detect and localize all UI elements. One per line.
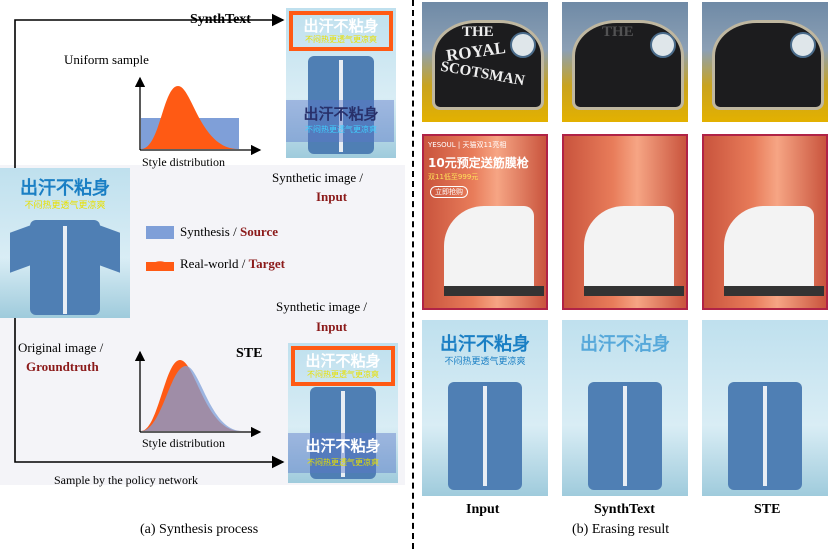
ad-synthtext [562, 134, 688, 310]
text-box-blue [286, 100, 394, 142]
shirt-synthtext: 出汗不沾身 [562, 320, 688, 496]
poster-title-2: 出汗不粘身 [303, 105, 379, 123]
treadmill-base [724, 286, 824, 296]
synthetic-input-bottom-label: Synthetic image / [276, 299, 367, 314]
original-image-label: Original image / [18, 340, 104, 355]
legend-synthesis: Synthesis / Source [180, 224, 278, 240]
sign-input: THE ROYAL SCOTSMAN [422, 2, 548, 122]
erasing-result-panel: THE ROYAL SCOTSMAN THE YESOUL | 天猫双11亮相 … [420, 0, 830, 549]
style-distribution-top-label: Style distribution [142, 155, 226, 169]
sign-synthtext: THE [562, 2, 688, 122]
legend-realworld: Real-world / Target [180, 256, 285, 272]
ad-brand: YESOUL | 天猫双11亮相 [428, 141, 507, 149]
original-poster: 出汗不粘身 不闷热更透气更凉爽 [0, 168, 130, 318]
ad-ste [702, 134, 828, 310]
poster-title-2: 出汗不粘身 [305, 437, 381, 455]
ad-sub: 双11低至999元 [428, 173, 479, 181]
sign-emblem [510, 32, 536, 58]
synthetic-input-bottom-input: Input [316, 319, 348, 334]
ad-input: YESOUL | 天猫双11亮相 10元预定送筋膜枪 双11低至999元 立即抢… [422, 134, 548, 310]
sign-emblem [650, 32, 676, 58]
sign-line-1: THE [602, 24, 634, 40]
shirt-placket [341, 391, 345, 477]
shirt-placket [623, 386, 627, 486]
caption-b: (b) Erasing result [572, 522, 670, 537]
shirt-placket [339, 60, 343, 152]
column-label-synthtext: SynthText [594, 502, 655, 517]
uniform-sample-label: Uniform sample [64, 52, 149, 67]
flow-arrows [14, 13, 285, 469]
policy-sample-label: Sample by the policy network [54, 473, 198, 487]
poster-title: 出汗不粘身 [305, 352, 381, 370]
treadmill-base [444, 286, 544, 296]
text-box-orange [291, 346, 395, 386]
poster-subtitle: 不闷热更透气更凉爽 [24, 201, 106, 211]
column-label-input: Input [466, 502, 500, 517]
treadmill [724, 206, 814, 296]
divider-dashed [412, 0, 414, 549]
shirt-placket [763, 386, 767, 486]
legend-realworld-text: Real-world / [180, 256, 249, 271]
legend-target-text: Target [248, 256, 285, 271]
shirt-title: 出汗不粘身 [440, 334, 530, 355]
ste-label: STE [236, 346, 263, 361]
ste-poster: 出汗不粘身 不闷热更透气更凉爽 出汗不粘身 不闷热更透气更凉爽 [288, 343, 398, 483]
treadmill [444, 206, 534, 296]
treadmill [584, 206, 674, 296]
text-box-blue [288, 433, 396, 473]
poster-subtitle: 不闷热更透气更凉爽 [305, 35, 377, 44]
ad-button: 立即抢购 [430, 186, 468, 198]
legend-synthesis-text: Synthesis / [180, 224, 240, 239]
groundtruth-label: Groundtruth [26, 359, 99, 374]
synthesis-process-panel: SynthText Uniform sample Style distribut… [0, 0, 405, 549]
shirt-subtitle: 不闷热更透气更凉爽 [444, 357, 526, 367]
style-distribution-bottom-label: Style distribution [142, 436, 226, 450]
shirt-placket [483, 386, 487, 486]
synthtext-label: SynthText [190, 12, 251, 27]
sign-emblem [790, 32, 816, 58]
synthetic-input-top-input: Input [316, 189, 348, 204]
shirt-ste [702, 320, 828, 496]
caption-a: (a) Synthesis process [140, 522, 259, 537]
synthtext-poster: 出汗不粘身 不闷热更透气更凉爽 出汗不粘身 不闷热更透气更凉爽 [286, 8, 396, 158]
poster-subtitle: 不闷热更透气更凉爽 [307, 370, 379, 379]
shirt-title: 出汗不沾身 [580, 334, 670, 355]
legend-source-text: Source [239, 224, 279, 239]
sign-ste [702, 2, 828, 122]
poster-title: 出汗不粘身 [20, 178, 110, 199]
poster-title: 出汗不粘身 [303, 17, 379, 35]
text-box-orange [289, 11, 393, 51]
poster-subtitle-2: 不闷热更透气更凉爽 [307, 458, 379, 467]
synthetic-input-top-label: Synthetic image / [272, 170, 363, 185]
column-label-ste: STE [754, 502, 781, 517]
treadmill-base [584, 286, 684, 296]
poster-subtitle-2: 不闷热更透气更凉爽 [305, 125, 377, 134]
ad-title: 10元预定送筋膜枪 [428, 156, 529, 170]
shirt-placket [63, 226, 67, 314]
sign-line-1: THE [462, 24, 494, 40]
shirt-input: 出汗不粘身 不闷热更透气更凉爽 [422, 320, 548, 496]
